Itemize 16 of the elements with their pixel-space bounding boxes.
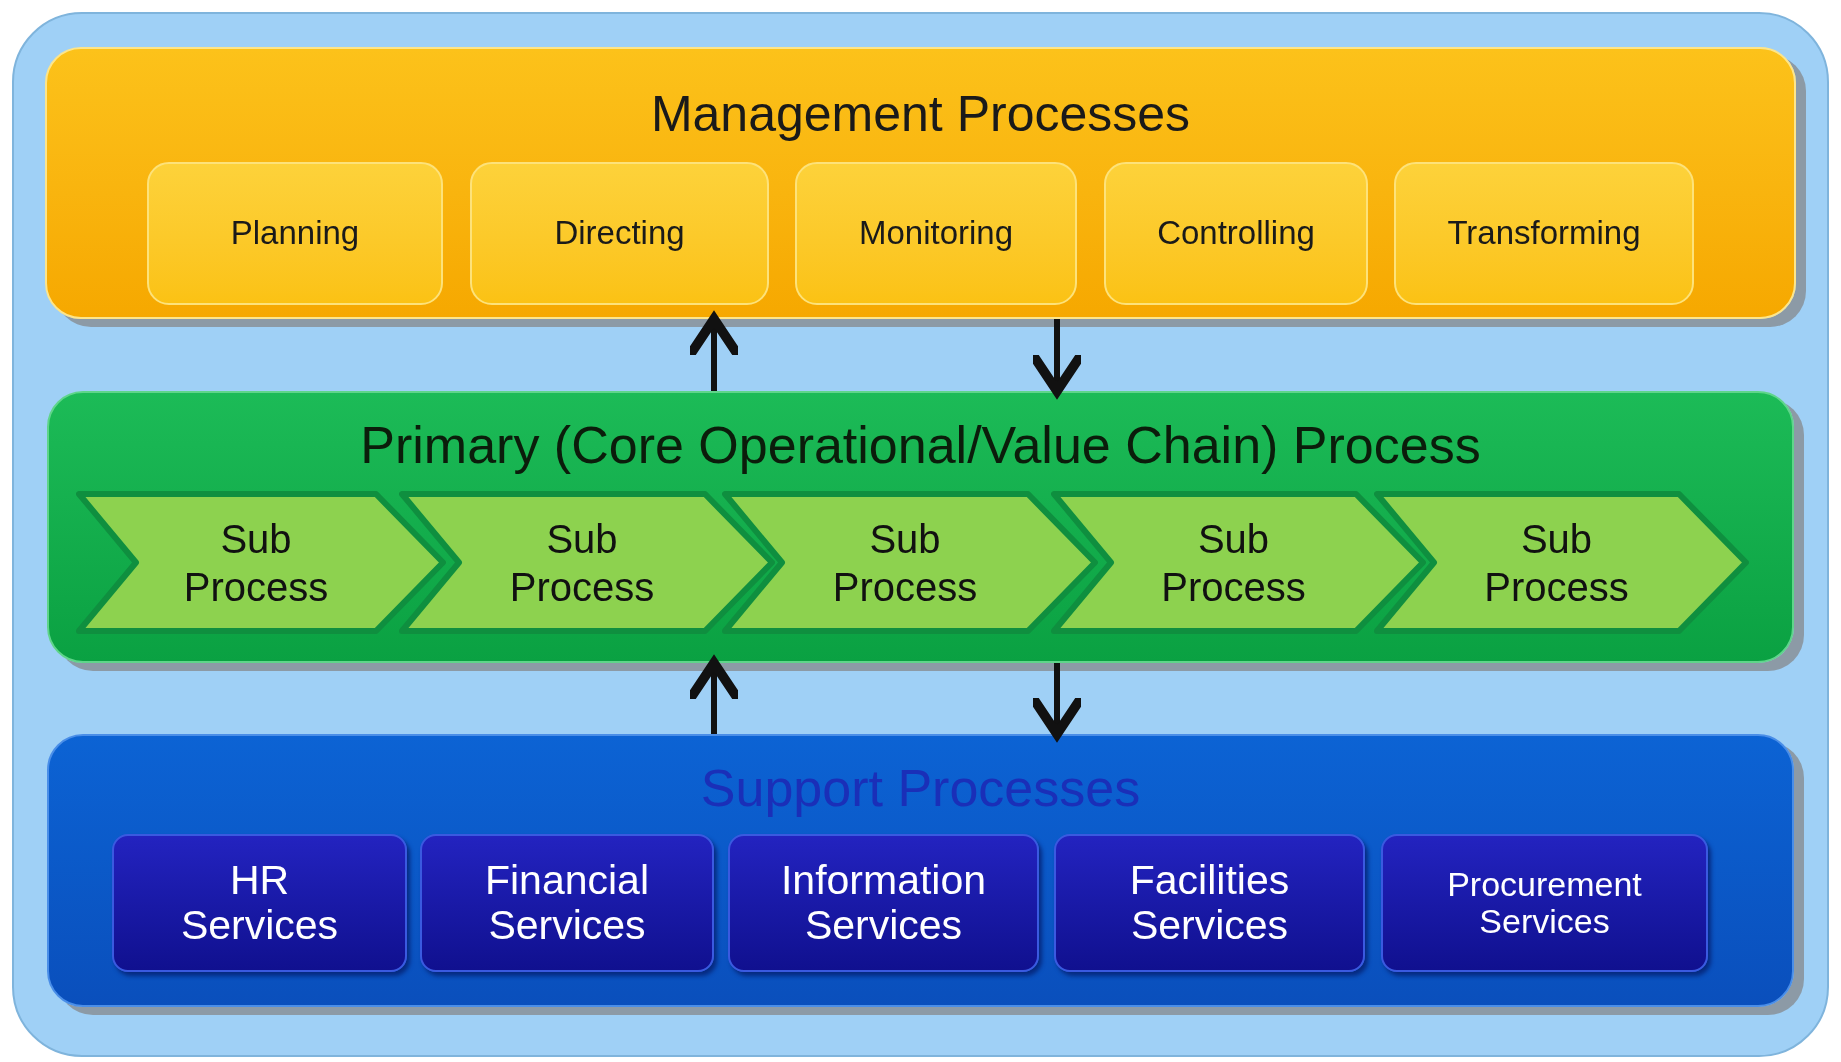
process-box: Planning [147, 162, 443, 305]
chevron-step: Sub Process [722, 491, 1098, 634]
process-box: Directing [470, 162, 769, 305]
service-box: Facilities Services [1054, 834, 1365, 972]
chevron-step: Sub Process [1374, 491, 1749, 634]
chevron-step: Sub Process [76, 491, 446, 634]
service-box: Financial Services [420, 834, 714, 972]
process-box: Transforming [1394, 162, 1694, 305]
chevron-step: Sub Process [1051, 491, 1426, 634]
service-box: HR Services [112, 834, 407, 972]
band-title: Management Processes [650, 89, 1191, 139]
service-box: Procurement Services [1381, 834, 1708, 972]
process-box: Monitoring [795, 162, 1077, 305]
process-box: Controlling [1104, 162, 1368, 305]
service-box: Information Services [728, 834, 1039, 972]
chevron-step: Sub Process [399, 491, 775, 634]
